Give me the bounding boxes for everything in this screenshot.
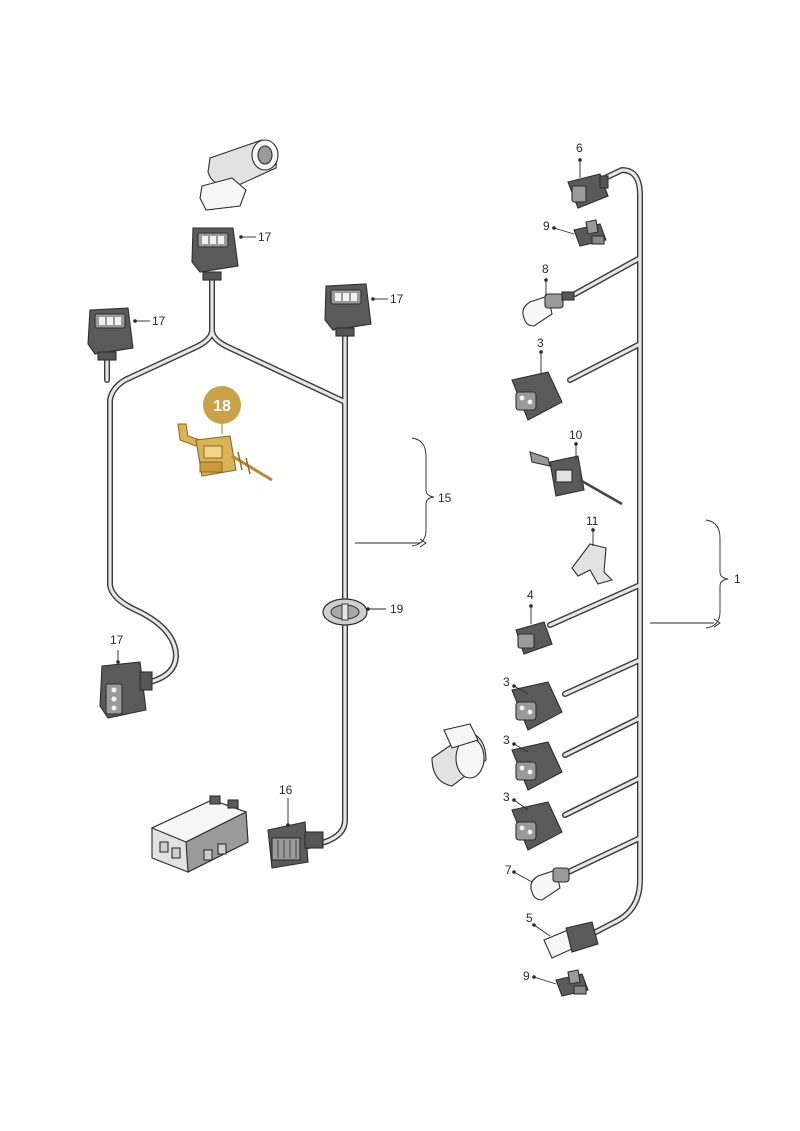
label-17-bottom: 17 [110, 633, 124, 647]
parking-sensor-top[interactable] [199, 139, 279, 211]
label-3-c: 3 [503, 733, 510, 747]
label-5: 5 [526, 911, 533, 925]
label-3-d: 3 [503, 790, 510, 804]
label-17-left: 17 [152, 314, 166, 328]
connector-4[interactable] [515, 621, 553, 655]
label-4: 4 [527, 588, 534, 602]
connector-3-d[interactable] [511, 801, 563, 851]
label-15: 15 [438, 491, 452, 505]
clip-9-bottom[interactable] [555, 969, 589, 997]
connector-3-a[interactable] [511, 371, 563, 421]
sensor-8[interactable] [522, 291, 575, 327]
connector-16[interactable] [267, 821, 324, 869]
clip-10[interactable] [529, 451, 623, 506]
connector-3-b[interactable] [511, 681, 563, 731]
label-7: 7 [505, 863, 512, 877]
connector-17-left[interactable] [87, 307, 134, 361]
sensor-7[interactable] [530, 867, 570, 901]
grommet-19[interactable] [322, 598, 368, 626]
label-9-bottom: 9 [523, 969, 530, 983]
connector-17-right[interactable] [324, 283, 372, 337]
label-3-a: 3 [537, 336, 544, 350]
bracket-11[interactable] [571, 543, 614, 585]
connector-6[interactable] [567, 173, 609, 209]
clip-18-highlighted[interactable] [177, 423, 273, 482]
control-unit-16[interactable] [150, 795, 249, 873]
connector-17-top[interactable] [191, 227, 239, 281]
label-11: 11 [586, 514, 599, 528]
connector-5[interactable] [543, 921, 599, 959]
label-1: 1 [734, 572, 741, 586]
callout-18-badge[interactable]: 18 [203, 386, 241, 434]
callout-18-text: 18 [213, 398, 231, 415]
label-8: 8 [542, 262, 549, 276]
label-6: 6 [576, 141, 583, 155]
wiring-harness-15 [104, 272, 348, 851]
wiring-harness-1 [547, 167, 643, 938]
label-16: 16 [279, 783, 293, 797]
connector-3-c[interactable] [511, 741, 563, 791]
clip-9-top[interactable] [573, 219, 607, 247]
sensor-holder[interactable] [431, 723, 487, 787]
label-19: 19 [390, 602, 404, 616]
label-9-top: 9 [543, 219, 550, 233]
label-10: 10 [569, 428, 583, 442]
label-17-top: 17 [258, 230, 272, 244]
label-3-b: 3 [503, 675, 510, 689]
connector-17-bottom[interactable] [99, 661, 153, 719]
label-17-right: 17 [390, 292, 404, 306]
